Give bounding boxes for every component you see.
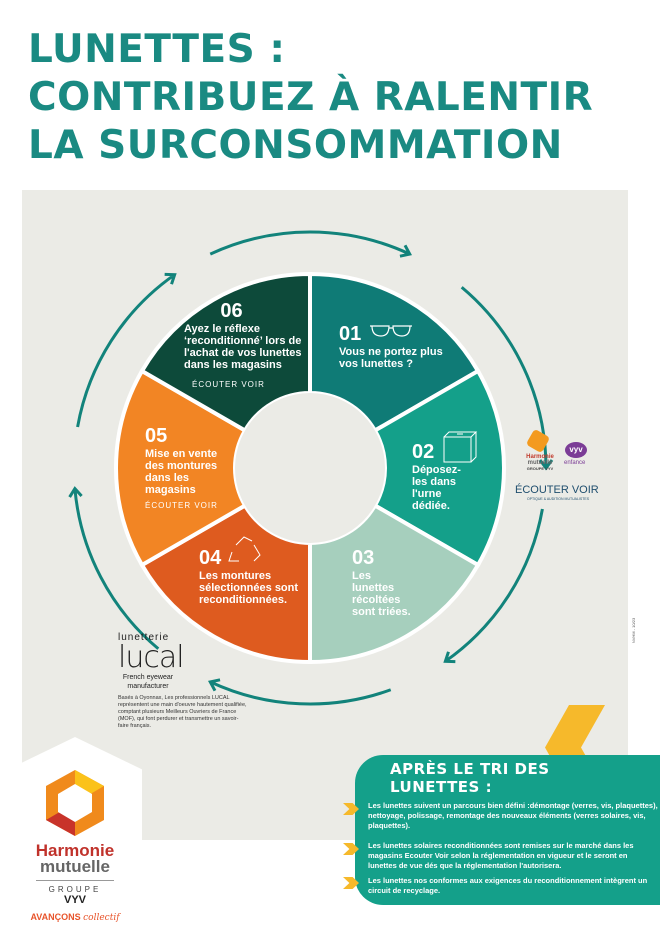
recycle-icon (228, 536, 261, 562)
step-01: 01 Vous ne portez plus vos lunettes ? (339, 322, 449, 370)
cycle-arrow-icon (76, 272, 177, 428)
ecouter-voir-logo: ÉCOUTER VOIR (145, 501, 218, 510)
lucal-block: lunetterie lucal French eyewear manufact… (118, 632, 248, 730)
box-icon (443, 431, 478, 463)
step-02: 02 Déposez-les dans l'urne dédiée. (412, 440, 474, 512)
lucal-logo: lucal (118, 640, 185, 675)
cycle-arrow-icon (68, 486, 160, 650)
cycle-arrow-icon (209, 230, 413, 258)
ecouter-voir-subtitle: OPTIQUE & AUDITION MUTUALISTES (527, 497, 590, 501)
step-number: 05 (145, 425, 168, 447)
lucal-small: lunetterie (118, 632, 170, 643)
hm-word1: Harmonie (35, 841, 115, 860)
chevron-bullet-icon (343, 803, 359, 815)
step-text: Déposez-les dans l'urne dédiée. (412, 464, 461, 512)
step-text: Les lunettes récoltées sont triées. (352, 570, 411, 618)
slogan-script: collectif (83, 913, 120, 923)
cycle-arrow-icon (207, 678, 392, 706)
title-line: LUNETTES : (28, 27, 286, 72)
page-title: LUNETTES : CONTRIBUEZ À RALENTIR LA SURC… (28, 26, 593, 170)
chevron-bullet-icon (343, 843, 359, 855)
lucal-description: Basés à Oyonnax, Les professionnels LUCA… (118, 695, 247, 729)
step-number: 02 (412, 441, 435, 463)
slogan: AVANÇONS (30, 912, 81, 922)
document-code: NVHM - 10/23 (631, 617, 637, 644)
step-text: Les montures sélectionnées sont recondit… (199, 570, 299, 606)
title-line: LA SURCONSOMMATION (28, 123, 563, 168)
step-03: 03 Les lunettes récoltées sont triées. (352, 546, 414, 618)
ecouter-voir-logo: ÉCOUTER VOIR (515, 484, 599, 496)
cycle-arrow-icon (443, 508, 544, 664)
lucal-tagline: French eyewear manufacturer (122, 674, 174, 690)
after-sorting-title: APRÈS LE TRI DES LUNETTES : (390, 760, 550, 796)
step-04: 04 Les montures sélectionnées sont recon… (199, 546, 299, 606)
hm-name: Harmonie (526, 454, 554, 460)
step-text: Vous ne portez plus vos lunettes ? (339, 346, 443, 370)
after-bullet: Les lunettes solaires reconditionnées so… (368, 841, 634, 870)
after-sorting-box (355, 755, 660, 905)
chevron-bullet-icon (343, 877, 359, 889)
harmonie-wordmark: Harmonie mutuelle GROUPE VYV AVANÇONS co… (8, 841, 142, 923)
step-text: Mise en vente des montures dans les maga… (145, 448, 218, 496)
vyv-label: VYV (63, 894, 86, 906)
step-05: 05 Mise en vente des montures dans les m… (145, 424, 223, 512)
hm-word2: mutuelle (40, 857, 110, 876)
step-text: Ayez le réflexe ‘reconditionné’ lors de … (184, 323, 302, 371)
step-number: 03 (352, 547, 375, 569)
title-line: CONTRIBUEZ À RALENTIR (28, 75, 594, 120)
ring-center (235, 393, 385, 543)
hm-groupe: GROUPE VYV (526, 466, 554, 471)
step-06: 06 Ayez le réflexe ‘reconditionné’ lors … (184, 299, 309, 391)
glasses-icon (370, 325, 412, 337)
after-bullet: Les lunettes nos conformes aux exigences… (368, 876, 648, 895)
step-number: 04 (199, 547, 222, 569)
ecouter-voir-logo: ÉCOUTER VOIR (192, 380, 265, 389)
groupe-label: GROUPE (48, 885, 102, 894)
hm-name2: mutuelle (527, 460, 553, 466)
step-number: 01 (339, 323, 362, 345)
vyv-logo: vyv (565, 442, 587, 458)
step-number: 06 (220, 300, 243, 322)
after-bullet: Les lunettes suivent un parcours bien dé… (368, 801, 658, 830)
harmonie-hexagon-icon (46, 770, 104, 836)
vyv-enfance: enfance (564, 460, 586, 466)
